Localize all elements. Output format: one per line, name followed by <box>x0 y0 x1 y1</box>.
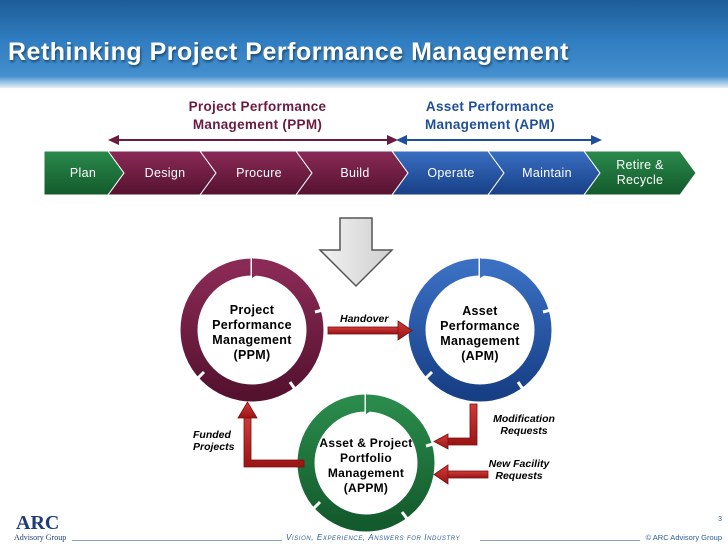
logo-subtext: Advisory Group <box>14 533 67 542</box>
stage-maintain: Maintain <box>522 165 572 180</box>
stage-plan: Plan <box>69 165 97 180</box>
new-facility-label: New Facility Requests <box>488 458 550 482</box>
stage-retire-recycle: Retire & Recycle <box>616 158 664 187</box>
title-banner <box>0 0 728 88</box>
arc-logo: ARC Advisory Group <box>6 510 70 544</box>
stage-operate: Operate <box>427 165 475 180</box>
appm-cycle-label: Asset & Project Portfolio Management (AP… <box>319 436 413 495</box>
handover-arrow <box>327 320 413 341</box>
footer-slogan: Vision, Experience, Answers for Industry <box>286 533 461 542</box>
copyright: © ARC Advisory Group <box>645 533 722 542</box>
modification-label: Modification Requests <box>493 413 555 437</box>
page-number: 3 <box>718 516 722 523</box>
footer-rule-left <box>72 540 282 541</box>
apm-span-arrow <box>396 135 602 145</box>
modification-arrow <box>433 403 478 450</box>
logo-text: ARC <box>16 512 60 534</box>
stage-retire-shape <box>583 150 697 196</box>
footer-rule-right <box>480 540 640 541</box>
funded-label: Funded Projects <box>193 429 235 453</box>
new-facility-arrow <box>433 464 489 485</box>
ppm-span-arrow <box>108 135 398 145</box>
slide-title: Rethinking Project Performance Managemen… <box>8 38 569 66</box>
handover-label: Handover <box>340 313 389 325</box>
ppm-phase-label: Project Performance Management (PPM) <box>188 99 327 132</box>
stage-build: Build <box>340 165 370 180</box>
apm-phase-label: Asset Performance Management (APM) <box>424 99 556 132</box>
ppm-cycle-label: Project Performance Management (PPM) <box>212 303 292 362</box>
apm-cycle-label: Asset Performance Management (APM) <box>440 304 520 363</box>
down-arrow <box>318 217 394 288</box>
stage-design: Design <box>144 165 186 180</box>
ppm-cycle-ring <box>180 258 331 402</box>
stage-procure: Procure <box>236 165 282 180</box>
funded-arrow <box>237 401 305 468</box>
apm-cycle-ring <box>408 258 559 402</box>
